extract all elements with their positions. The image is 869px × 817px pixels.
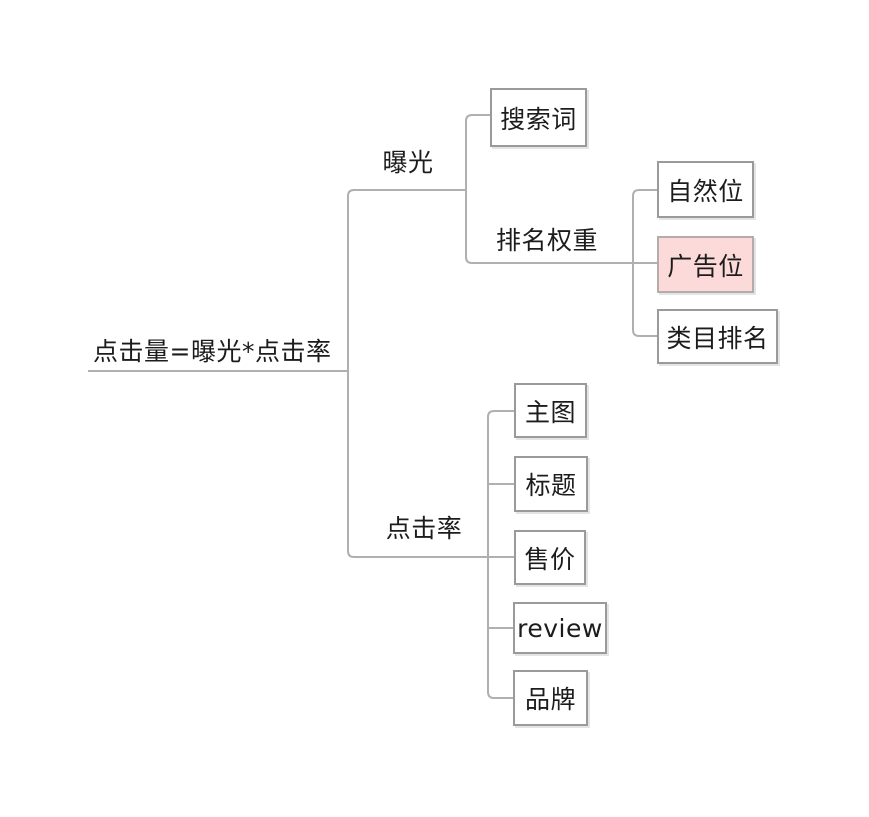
- connector-root-spine: [347, 189, 487, 558]
- branch-node-ranking-weight[interactable]: 排名权重: [495, 226, 599, 255]
- connector-ctr-spine: [487, 410, 514, 699]
- leaf-node-title[interactable]: 标题: [514, 456, 588, 512]
- leaf-node-ad-slot-highlighted[interactable]: 广告位: [657, 236, 754, 293]
- leaf-node-category-rank[interactable]: 类目排名: [657, 309, 778, 364]
- leaf-node-review[interactable]: review: [513, 602, 607, 654]
- leaf-node-price[interactable]: 售价: [514, 530, 586, 585]
- leaf-node-organic-slot[interactable]: 自然位: [657, 161, 754, 218]
- branch-node-ctr[interactable]: 点击率: [385, 514, 463, 543]
- root-node[interactable]: 点击量=曝光*点击率: [93, 337, 332, 366]
- leaf-node-search-term[interactable]: 搜索词: [490, 88, 587, 147]
- leaf-node-brand[interactable]: 品牌: [513, 670, 588, 726]
- branch-node-exposure[interactable]: 曝光: [382, 148, 434, 177]
- connector-ranking-spine: [632, 189, 658, 337]
- connector-exposure-spine: [465, 114, 658, 264]
- leaf-node-main-image[interactable]: 主图: [514, 383, 587, 438]
